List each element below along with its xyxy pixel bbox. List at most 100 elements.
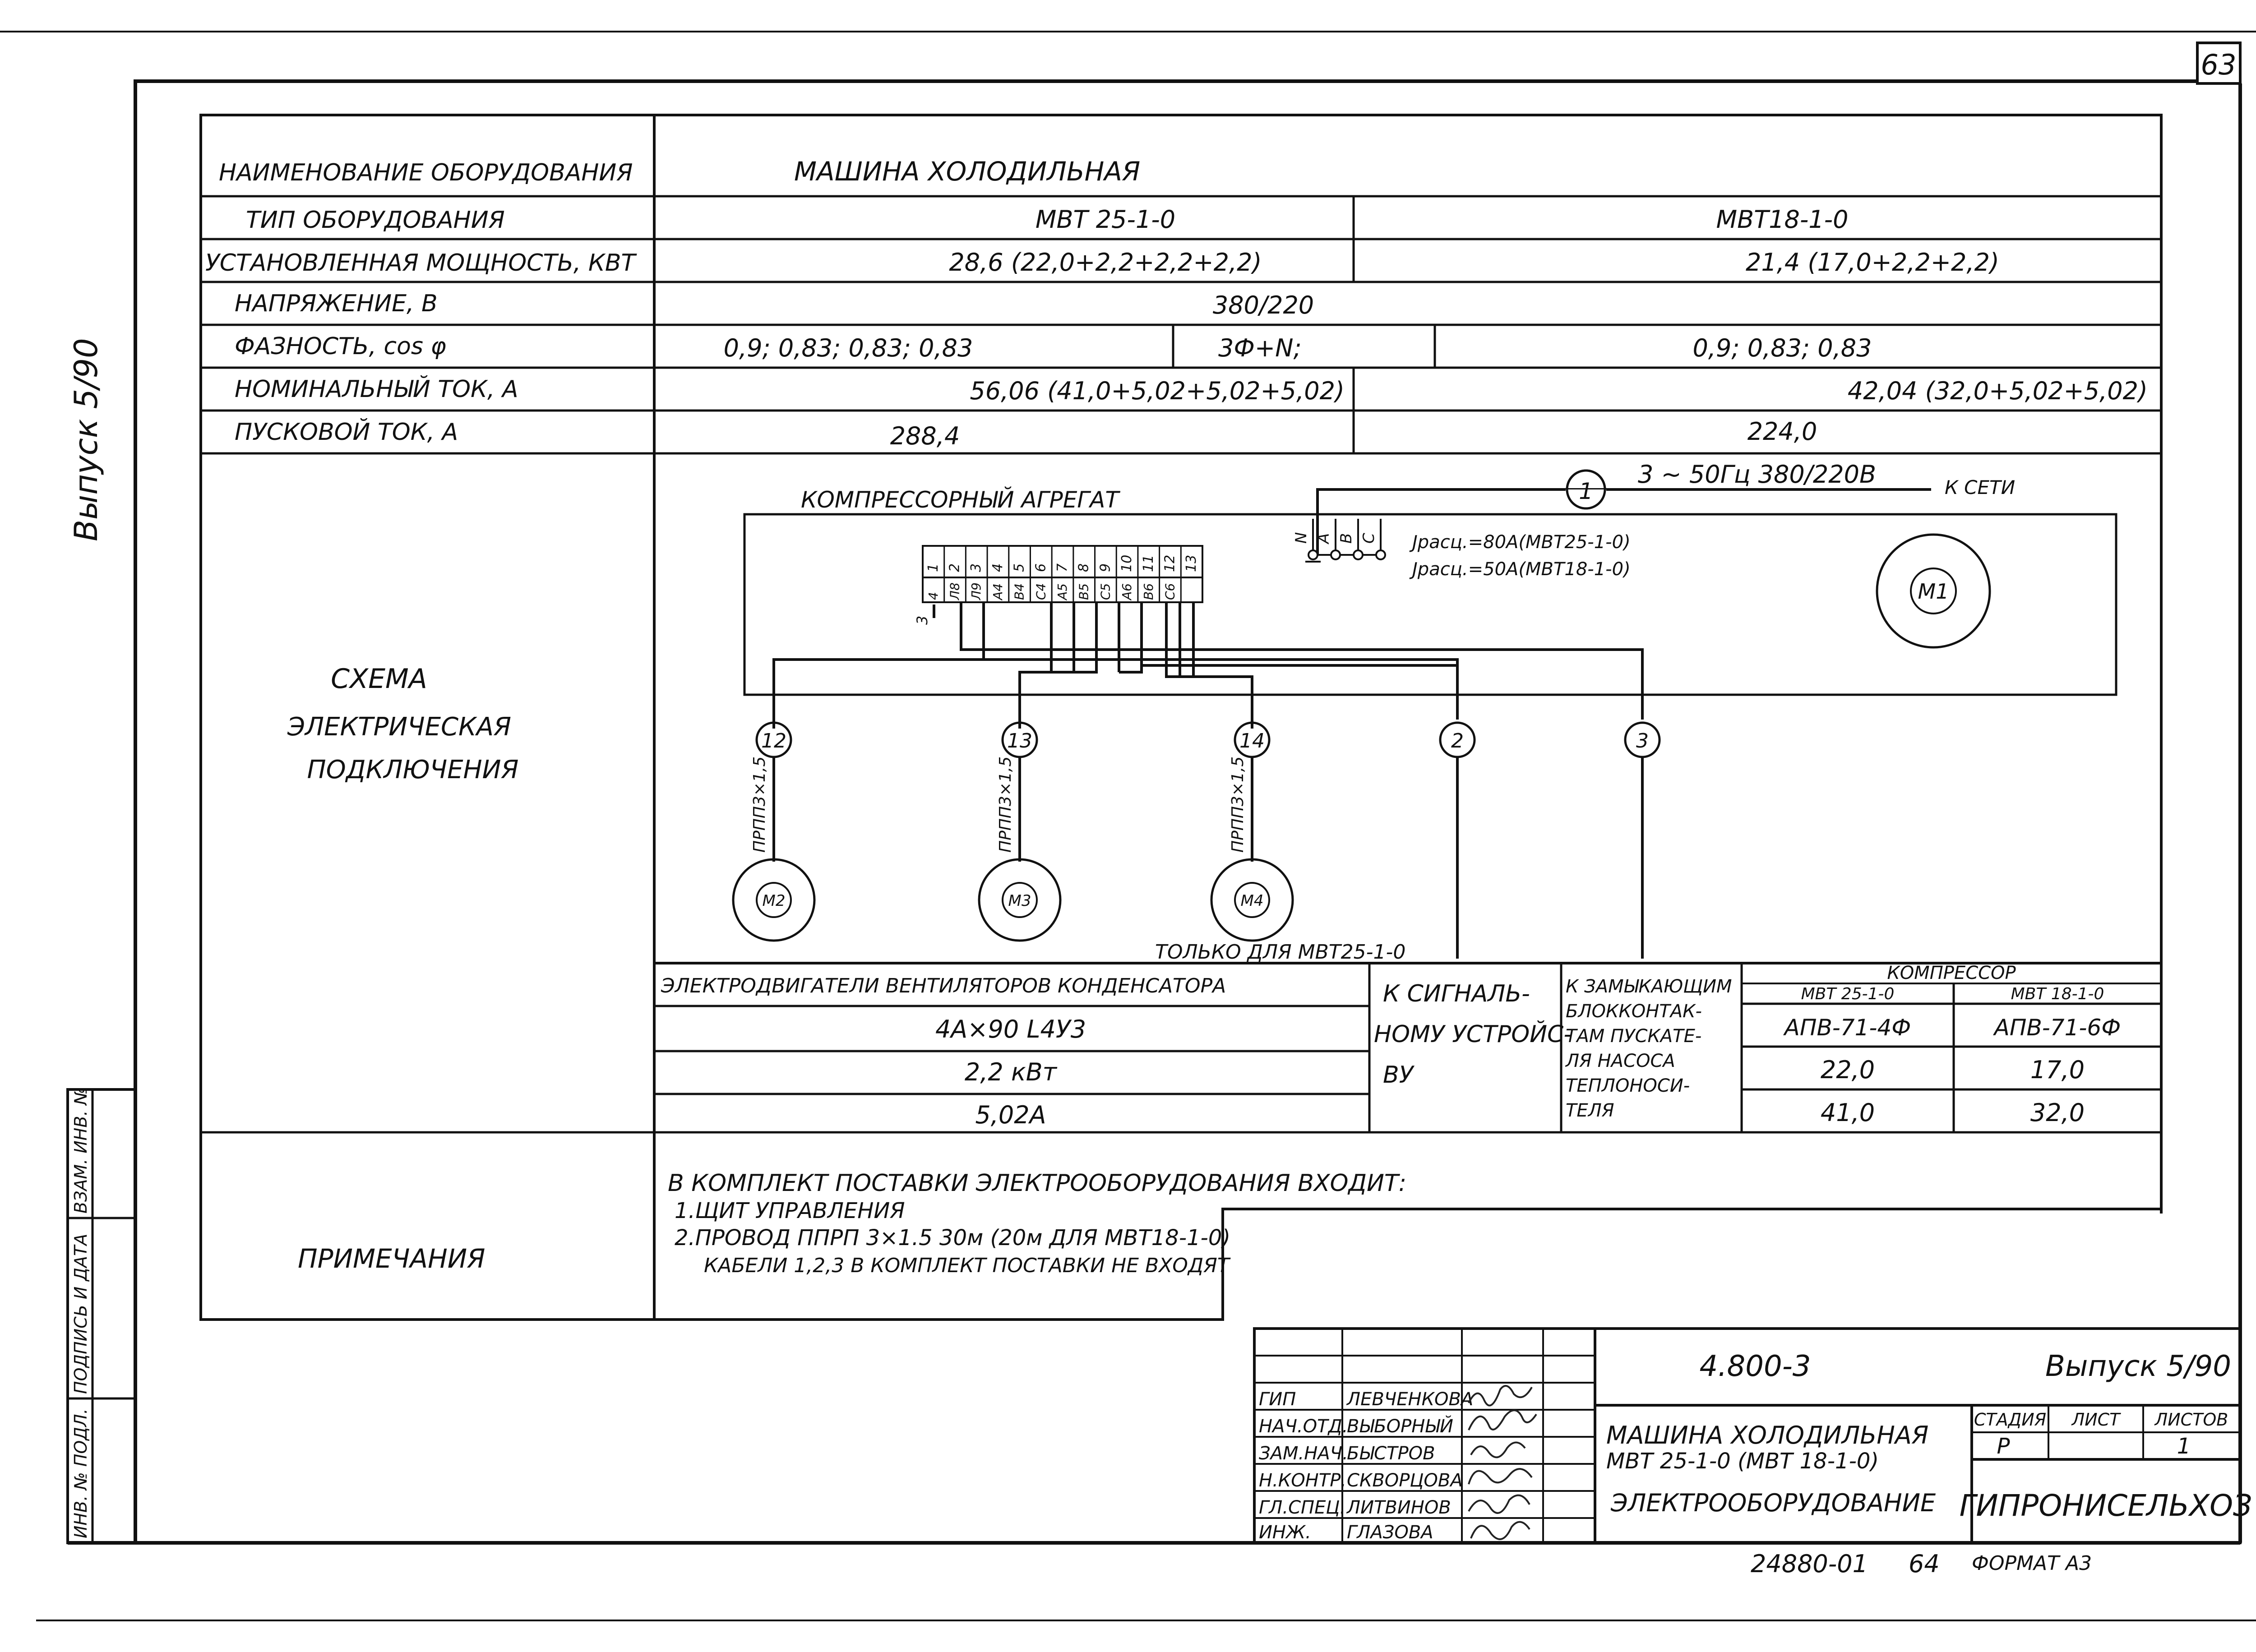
title-line2: МВТ 25-1-0 (МВТ 18-1-0)	[1606, 1449, 1879, 1474]
role-n-kontr: Н.КОНТР.	[1259, 1470, 1346, 1491]
signature-nach-otd	[1468, 1409, 1537, 1431]
value-start-mvt18: 224,0	[1747, 417, 1817, 446]
compressor-current-2: 32,0	[2030, 1098, 2085, 1127]
terminal-top-label: 5	[1012, 563, 1027, 572]
terminal-bottom-label: А6	[1119, 583, 1134, 601]
label-phase-cos: ФАЗНОСТЬ, cos φ	[235, 333, 446, 360]
signature-gip	[1468, 1385, 1533, 1407]
terminal-top-label: 2	[947, 563, 963, 572]
terminal-top-label: 11	[1141, 555, 1156, 572]
label-equipment-type: ТИП ОБОРУДОВАНИЯ	[246, 207, 505, 234]
value-phase: 3Ф+N;	[1218, 334, 1302, 362]
signal-line3: ВУ	[1383, 1061, 1415, 1089]
fan-cable-label-m2: ПРПП3×1,5	[750, 757, 769, 853]
left-stamp-strip: ИНВ. № ПОДЛ. ПОДПИСЬ И ДАТА ВЗАМ. ИНВ. №	[66, 1087, 137, 1544]
value-type-mvt18: МВТ18-1-0	[1716, 205, 1848, 234]
cable-12-number: 12	[761, 729, 786, 752]
strip-label-3: 3	[914, 616, 931, 625]
stamp-vzam-inv: ВЗАМ. ИНВ. №	[71, 1087, 91, 1214]
compressor-type-2: АПВ-71-6Ф	[1993, 1015, 2121, 1041]
role-gl-spec: ГЛ.СПЕЦ.	[1259, 1497, 1345, 1518]
value-cos-mvt18: 0,9; 0,83; 0,83	[1692, 334, 1872, 362]
terminal-bottom-label: С4	[1033, 583, 1048, 600]
cable-2-number: 2	[1451, 729, 1464, 752]
terminal-bottom-label: С5	[1098, 583, 1113, 600]
schema-label-line1: СХЕМА	[331, 663, 427, 695]
label-voltage: НАПРЯЖЕНИЕ, В	[235, 290, 438, 317]
stage-header: СТАДИЯ	[1974, 1410, 2046, 1430]
lower-table-grid	[654, 962, 2161, 1132]
footer-page: 64	[1909, 1550, 1940, 1578]
motor-m4-outer	[1210, 858, 1294, 942]
value-start-mvt25: 288,4	[890, 422, 960, 450]
compressor-unit-box	[743, 513, 2117, 696]
spec-table	[199, 114, 2163, 1321]
terminal-top-label: 6	[1033, 563, 1049, 572]
terminal-bottom-label: А4	[990, 583, 1005, 601]
label-installed-power: УСТАНОВЛЕННАЯ МОЩНОСТЬ, КВТ	[205, 249, 638, 277]
doc-code: 4.800-3	[1699, 1350, 1811, 1383]
bus-wiring	[772, 602, 1644, 729]
frame-left-top	[134, 79, 2197, 1543]
terminal-bottom-label: В6	[1141, 583, 1156, 600]
notes-line3: 2.ПРОВОД ППРП 3×1.5 30м (20м ДЛЯ МВТ18-1…	[675, 1225, 1230, 1251]
compressor-power-1: 22,0	[1821, 1056, 1875, 1084]
pump-line6: ТЕЛЯ	[1566, 1100, 1614, 1121]
value-equipment-name: МАШИНА ХОЛОДИЛЬНАЯ	[794, 156, 1140, 187]
title-block-grid	[1253, 1327, 2242, 1544]
cable-13-number: 13	[1007, 729, 1032, 752]
pump-line5: ТЕПЛОНОСИ-	[1566, 1075, 1690, 1096]
motor-m2-outer	[732, 858, 816, 942]
notes-line1: В КОМПЛЕКТ ПОСТАВКИ ЭЛЕКТРООБОРУДОВАНИЯ …	[668, 1170, 1406, 1197]
fans-power: 2,2 кВт	[965, 1058, 1058, 1086]
terminal-top-label: 12	[1162, 555, 1178, 572]
title-line3: ЭЛЕКТРООБОРУДОВАНИЕ	[1610, 1489, 1936, 1517]
terminal-top-label: 1	[925, 563, 941, 572]
terminal-top-label: 3	[968, 563, 984, 572]
title-line1: МАШИНА ХОЛОДИЛЬНАЯ	[1606, 1421, 1928, 1449]
terminal-bottom-label: Л9	[969, 582, 984, 600]
signature-scribbles	[1468, 1385, 1537, 1540]
motor-m3-label: М3	[1008, 892, 1031, 910]
page-number: 63	[2201, 48, 2237, 81]
sheets-value: 1	[2177, 1434, 2191, 1459]
motor-m4-inner	[1234, 882, 1270, 918]
sheet-header: ЛИСТ	[2071, 1410, 2122, 1430]
pump-line2: БЛОККОНТАК-	[1566, 1001, 1702, 1022]
fan-cable-label-m3: ПРПП3×1,5	[996, 757, 1015, 853]
motor-m2-inner	[756, 882, 792, 918]
fan-motors	[732, 858, 1294, 942]
wiring-diagram: КОМПРЕССОРНЫЙ АГРЕГАТ 1 3 ~ 50Гц 380/220…	[732, 460, 2117, 964]
breaker-80a: Jрасц.=80А(МВТ25-1-0)	[1409, 532, 1631, 553]
to-network-label: К СЕТИ	[1945, 476, 2015, 498]
label-starting-current: ПУСКОВОЙ ТОК, А	[235, 418, 458, 446]
notes-line2: 1.ЩИТ УПРАВЛЕНИЯ	[675, 1198, 905, 1223]
value-voltage: 380/220	[1213, 291, 1314, 319]
label-nominal-current: НОМИНАЛЬНЫЙ ТОК, А	[235, 375, 518, 403]
signal-line1: К СИГНАЛЬ-	[1383, 980, 1530, 1007]
down-cables	[772, 757, 1644, 959]
compressor-type-1: АПВ-71-4Ф	[1783, 1015, 1911, 1041]
motor-m1-outer	[1876, 533, 1991, 649]
role-zam-nach: ЗАМ.НАЧ.	[1259, 1443, 1348, 1464]
signature-n-kontr	[1468, 1468, 1533, 1485]
cable-14-number: 14	[1239, 729, 1265, 752]
only-for-mvt25: ТОЛЬКО ДЛЯ МВТ25-1-0	[1155, 941, 1405, 964]
value-nominal-mvt18: 42,04 (32,0+5,02+5,02)	[1848, 377, 2148, 405]
motor-m2-label: М2	[763, 892, 786, 910]
name-n-kontr: СКВОРЦОВА	[1347, 1470, 1463, 1491]
motor-m3-inner	[1002, 882, 1038, 918]
stamp-inv-podl: ИНВ. № ПОДЛ.	[71, 1408, 91, 1538]
pump-line1: К ЗАМЫКАЮЩИМ	[1566, 976, 1732, 997]
terminal-bottom-label: А5	[1055, 583, 1070, 601]
role-nach-otd: НАЧ.ОТД.	[1259, 1416, 1348, 1437]
fans-current: 5,02А	[975, 1101, 1046, 1129]
signature-inzh	[1470, 1521, 1530, 1540]
role-gip: ГИП	[1259, 1389, 1296, 1410]
name-nach-otd: ВЫБОРНЫЙ	[1347, 1415, 1453, 1437]
cable-1-number: 1	[1579, 478, 1593, 504]
organization: ГИПРОНИСЕЛЬХОЗ	[1960, 1488, 2252, 1523]
name-inzh: ГЛАЗОВА	[1347, 1522, 1433, 1543]
terminal-bottom-label: 4	[926, 592, 941, 600]
terminal-bottom-label: Л8	[948, 582, 962, 600]
